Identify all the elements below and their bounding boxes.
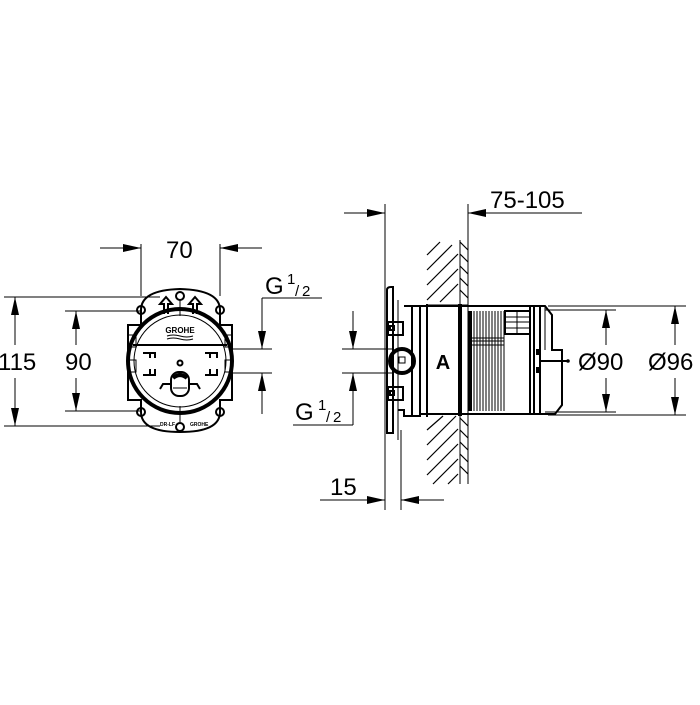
- dimension-offset-15: 15: [320, 430, 444, 510]
- cartridge-ribs: [468, 311, 505, 411]
- dim-label-15: 15: [330, 474, 357, 501]
- dimension-outlet-side: G 1 / 2: [293, 311, 393, 426]
- side-view: 75-105: [293, 187, 693, 510]
- mounting-plate: [127, 287, 233, 434]
- dim-label-diameter-90: Ø90: [578, 349, 623, 376]
- svg-text:2: 2: [302, 283, 310, 300]
- mount-hole-top-center: [175, 291, 185, 301]
- flow-arrow-icon: [186, 295, 204, 314]
- dimension-depth-75-105: 75-105: [344, 187, 582, 510]
- dim-label-70: 70: [166, 237, 193, 264]
- model-label: DR-LF: [160, 422, 175, 428]
- cartridge-symbol-icon: [159, 371, 201, 397]
- valve-body-circle: GROHE DR-LF GROHE: [126, 300, 234, 428]
- svg-text:/: /: [326, 409, 331, 426]
- mount-hole-bottom-center: [175, 422, 185, 432]
- mount-hole-top-left: [136, 305, 146, 315]
- dimension-diameter-96: Ø96: [548, 305, 693, 416]
- mount-hole-bottom-left: [136, 407, 146, 417]
- svg-text:1: 1: [287, 271, 295, 288]
- svg-text:1: 1: [318, 397, 326, 414]
- svg-text:2: 2: [333, 409, 341, 426]
- dimension-diameter-90: Ø90: [545, 309, 623, 413]
- valve-body-side: A: [386, 286, 570, 440]
- dimension-height-90: 90: [65, 310, 140, 412]
- mount-hole-bottom-right: [215, 407, 225, 417]
- flow-arrow-icon: [157, 295, 175, 314]
- dimension-height-115: 115: [0, 296, 160, 427]
- dimension-thread-top: G 1 / 2: [232, 271, 322, 350]
- outlet-port-icon: [388, 347, 416, 375]
- dim-label-90: 90: [65, 349, 92, 376]
- dim-label-75-105: 75-105: [490, 187, 565, 214]
- wall-section-bottom: [426, 413, 469, 485]
- thread-label-bottom: G: [295, 399, 314, 426]
- svg-text:/: /: [295, 283, 300, 300]
- brand-small-label: GROHE: [190, 422, 209, 428]
- brand-logo: GROHE: [165, 326, 195, 335]
- front-view: 70 115 90: [0, 237, 322, 434]
- dimension-thread-bottom: [232, 372, 272, 414]
- mount-hole-top-right: [215, 305, 225, 315]
- dimension-width-70: 70: [100, 237, 262, 296]
- dim-label-115: 115: [0, 349, 36, 376]
- thread-label-top: G: [265, 273, 284, 300]
- wall-section-top: [426, 240, 469, 306]
- dim-label-diameter-96: Ø96: [648, 349, 693, 376]
- body-label: A: [436, 352, 450, 374]
